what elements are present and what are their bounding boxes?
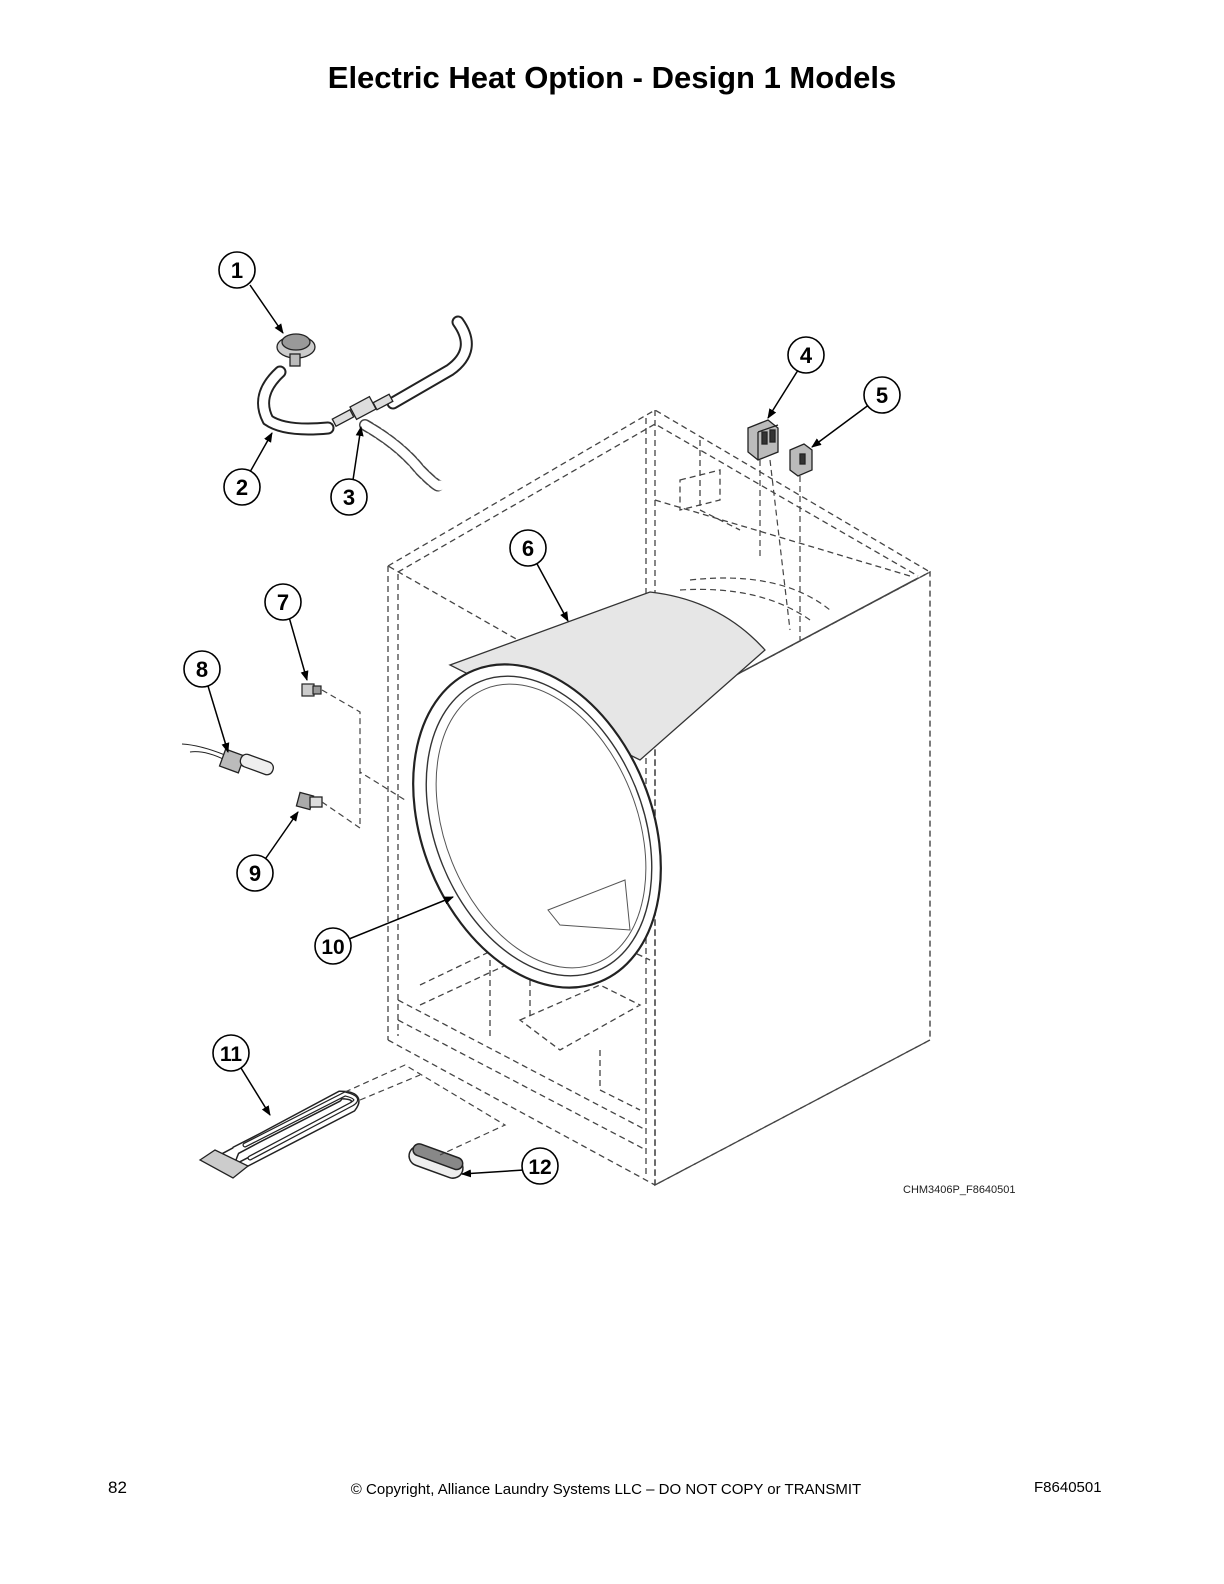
tub-assembly	[412, 577, 831, 989]
callout-4: 4	[787, 336, 825, 374]
contactor-part	[747, 419, 779, 461]
callout-1: 1	[218, 251, 256, 289]
callout-4-label: 4	[800, 343, 813, 368]
document-id: F8640501	[1034, 1479, 1102, 1496]
callout-3: 3	[330, 478, 368, 516]
callout-5: 5	[863, 376, 901, 414]
mount-leader-lines	[759, 459, 801, 640]
temperature-sensor-part	[181, 743, 274, 776]
page-number: 82	[108, 1478, 127, 1497]
callout-10-label: 10	[321, 936, 344, 959]
copyright-notice: © Copyright, Alliance Laundry Systems LL…	[350, 1481, 862, 1498]
hose-part	[257, 315, 473, 492]
gasket-part	[408, 1143, 464, 1179]
callout-12: 12	[521, 1147, 559, 1185]
callout-9-label: 9	[249, 861, 261, 886]
relay-part	[789, 443, 813, 477]
callout-5-label: 5	[876, 383, 888, 408]
fitting-part	[295, 791, 323, 811]
callout-6: 6	[509, 529, 547, 567]
pressure-switch-part	[276, 333, 316, 367]
element-leader-lines	[344, 1064, 507, 1156]
callout-8: 8	[183, 650, 221, 688]
plug-part	[301, 683, 322, 697]
tee-fitting-part	[331, 393, 394, 428]
callout-7: 7	[264, 583, 302, 621]
sensor-leader-lines	[321, 689, 406, 830]
callout-12-label: 12	[528, 1156, 551, 1179]
figure-reference: CHM3406P_F8640501	[903, 1184, 1016, 1196]
callout-11: 11	[212, 1034, 250, 1072]
page-title: Electric Heat Option - Design 1 Models	[327, 60, 897, 95]
callout-badges: 1 2 3 4 5 6 7 8 9 10 11 12	[183, 251, 901, 1185]
callout-6-label: 6	[522, 536, 534, 561]
callout-2: 2	[223, 468, 261, 506]
callout-3-label: 3	[343, 485, 355, 510]
callout-10: 10	[314, 927, 352, 965]
callout-2-label: 2	[236, 475, 248, 500]
heating-element-part	[198, 1090, 360, 1179]
callout-8-label: 8	[196, 657, 208, 682]
callout-9: 9	[236, 854, 274, 892]
callout-1-label: 1	[231, 258, 243, 283]
callout-11-label: 11	[220, 1043, 243, 1066]
callout-7-label: 7	[277, 590, 289, 615]
callout-arrows	[207, 284, 871, 1178]
